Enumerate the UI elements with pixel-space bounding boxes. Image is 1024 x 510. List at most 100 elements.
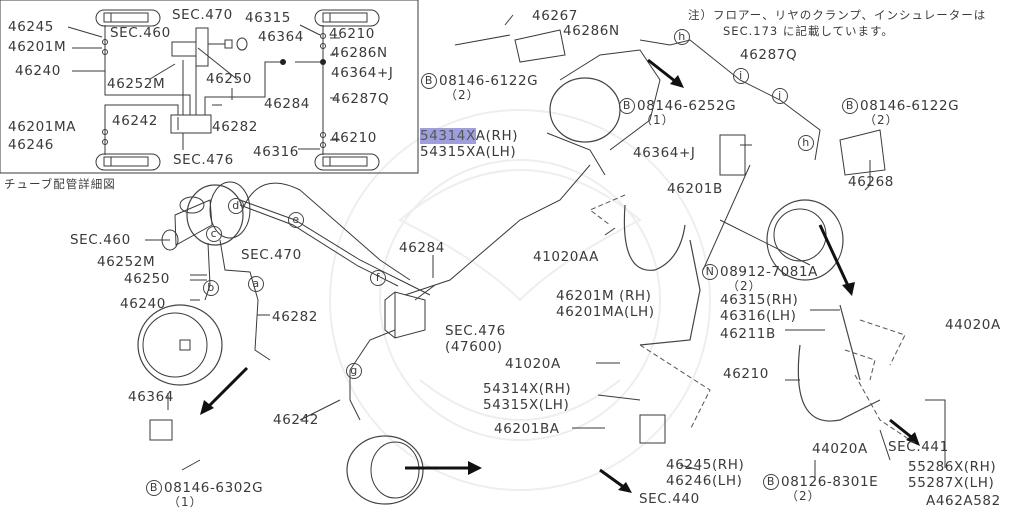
bolt-qty-6122g-a: （2） bbox=[445, 88, 480, 102]
callout-c: c bbox=[206, 226, 224, 242]
label-46315-rh[interactable]: 46315(RH) bbox=[720, 292, 799, 308]
callout-i-2: i bbox=[772, 88, 790, 104]
inset-label-46210-bottom[interactable]: 46210 bbox=[331, 130, 377, 146]
label-44020a-bottom[interactable]: 44020A bbox=[812, 441, 868, 457]
label-46252m[interactable]: 46252M bbox=[97, 254, 156, 270]
bolt-qty-6122g-b: （2） bbox=[864, 113, 899, 127]
highlighted-part-number[interactable]: 54314X bbox=[420, 128, 476, 144]
label-44020a-top[interactable]: 44020A bbox=[945, 317, 1001, 333]
inset-wheel-fr bbox=[314, 9, 380, 27]
label-46240[interactable]: 46240 bbox=[120, 296, 166, 312]
label-46242[interactable]: 46242 bbox=[273, 412, 319, 428]
label-sec470[interactable]: SEC.470 bbox=[241, 247, 302, 263]
label-46268[interactable]: 46268 bbox=[848, 174, 894, 190]
label-sec440[interactable]: SEC.440 bbox=[639, 491, 700, 507]
inset-caption: チューブ配管詳細図 bbox=[4, 177, 116, 191]
label-46364j[interactable]: 46364+J bbox=[633, 145, 696, 161]
inset-label-46246[interactable]: 46246 bbox=[8, 137, 54, 153]
label-46245-rh[interactable]: 46245(RH) bbox=[666, 457, 745, 473]
label-bracket2-rh[interactable]: 55286X(RH) bbox=[908, 459, 997, 475]
front-brake-hose bbox=[623, 204, 686, 271]
label-bracket2-lh[interactable]: 55287X(LH) bbox=[908, 475, 995, 491]
label-46287q[interactable]: 46287Q bbox=[740, 47, 798, 63]
inset-label-sec476[interactable]: SEC.476 bbox=[173, 152, 234, 168]
inset-label-46316[interactable]: 46316 bbox=[253, 144, 299, 160]
inset-label-46201ma[interactable]: 46201MA bbox=[8, 119, 77, 135]
label-46364[interactable]: 46364 bbox=[128, 389, 174, 405]
inset-frame bbox=[0, 0, 419, 174]
watermark-emblem bbox=[329, 109, 711, 491]
inset-label-46364j[interactable]: 46364+J bbox=[331, 65, 394, 81]
note-line-1: 注）フロアー、リヤのクランプ、インシュレーターは bbox=[688, 8, 987, 22]
bolt-symbol-icon: B bbox=[619, 98, 635, 114]
inset-label-46210-top[interactable]: 46210 bbox=[329, 26, 375, 42]
callout-a: a bbox=[248, 276, 266, 292]
label-46201b[interactable]: 46201B bbox=[667, 181, 723, 197]
inset-label-46287q[interactable]: 46287Q bbox=[332, 91, 390, 107]
callout-g: g bbox=[346, 363, 364, 379]
inset-label-46286n[interactable]: 46286N bbox=[331, 45, 388, 61]
inset-label-sec470[interactable]: SEC.470 bbox=[172, 7, 233, 23]
label-46282[interactable]: 46282 bbox=[272, 309, 318, 325]
nut-qty-7081a: （2） bbox=[727, 279, 762, 293]
label-46210[interactable]: 46210 bbox=[723, 366, 769, 382]
label-41020a[interactable]: 41020A bbox=[505, 356, 561, 372]
inset-label-46240[interactable]: 46240 bbox=[15, 63, 61, 79]
label-46284[interactable]: 46284 bbox=[399, 240, 445, 256]
inset-wheel-fl bbox=[95, 9, 161, 27]
callout-b: b bbox=[203, 280, 221, 296]
label-46246-lh[interactable]: 46246(LH) bbox=[666, 473, 743, 489]
bolt-qty-6252g: （1） bbox=[640, 113, 675, 127]
inset-abs-unit bbox=[170, 114, 212, 134]
label-46250[interactable]: 46250 bbox=[124, 271, 170, 287]
label-sec460[interactable]: SEC.460 bbox=[70, 232, 131, 248]
rear-left-rotor bbox=[346, 435, 424, 505]
callout-d: d bbox=[228, 198, 246, 214]
label-caliper-rh[interactable]: 54314XA(RH) bbox=[420, 128, 519, 144]
rear-brake-hose bbox=[797, 344, 881, 422]
label-bracket-rh[interactable]: 54314X(RH) bbox=[483, 381, 572, 397]
inset-label-46252m[interactable]: 46252M bbox=[107, 76, 166, 92]
inset-label-46250[interactable]: 46250 bbox=[206, 71, 252, 87]
label-46267[interactable]: 46267 bbox=[532, 8, 578, 24]
inset-booster bbox=[195, 27, 209, 67]
label-sec476[interactable]: SEC.476 bbox=[445, 323, 506, 339]
label-caliper-lh[interactable]: 54315XA(LH) bbox=[420, 144, 517, 160]
inset-label-46315[interactable]: 46315 bbox=[245, 10, 291, 26]
label-hose-lh[interactable]: 46201MA(LH) bbox=[556, 304, 655, 320]
inset-label-46284[interactable]: 46284 bbox=[264, 96, 310, 112]
callout-h-top: h bbox=[674, 29, 692, 45]
bracket-46267 bbox=[514, 29, 566, 63]
inset-label-46242[interactable]: 46242 bbox=[112, 113, 158, 129]
label-41020aa[interactable]: 41020AA bbox=[533, 249, 599, 265]
callout-i-1: i bbox=[733, 68, 751, 84]
inset-label-46364[interactable]: 46364 bbox=[258, 29, 304, 45]
label-46201ba[interactable]: 46201BA bbox=[494, 421, 560, 437]
label-46286n[interactable]: 46286N bbox=[563, 23, 620, 39]
label-bracket-lh[interactable]: 54315X(LH) bbox=[483, 397, 570, 413]
label-46316-lh[interactable]: 46316(LH) bbox=[720, 308, 797, 324]
label-hose-rh[interactable]: 46201M (RH) bbox=[556, 288, 652, 304]
bracket-54314x bbox=[639, 414, 666, 444]
bracket-46364j bbox=[719, 134, 746, 176]
master-cylinder-drawing bbox=[161, 181, 251, 251]
inset-label-46201m[interactable]: 46201M bbox=[8, 39, 67, 55]
note-line-2: SEC.173 に記載しています。 bbox=[723, 24, 894, 38]
label-sec441[interactable]: SEC.441 bbox=[888, 439, 949, 455]
inset-label-46245[interactable]: 46245 bbox=[8, 19, 54, 35]
bolt-symbol-icon: B bbox=[842, 98, 858, 114]
inset-label-46282[interactable]: 46282 bbox=[212, 119, 258, 135]
inset-wheel-rl bbox=[95, 153, 161, 171]
label-46211b[interactable]: 46211B bbox=[720, 326, 776, 342]
diagram-id: A462A582 bbox=[926, 493, 1001, 509]
callout-f: f bbox=[370, 270, 388, 286]
inset-label-sec460[interactable]: SEC.460 bbox=[110, 25, 171, 41]
